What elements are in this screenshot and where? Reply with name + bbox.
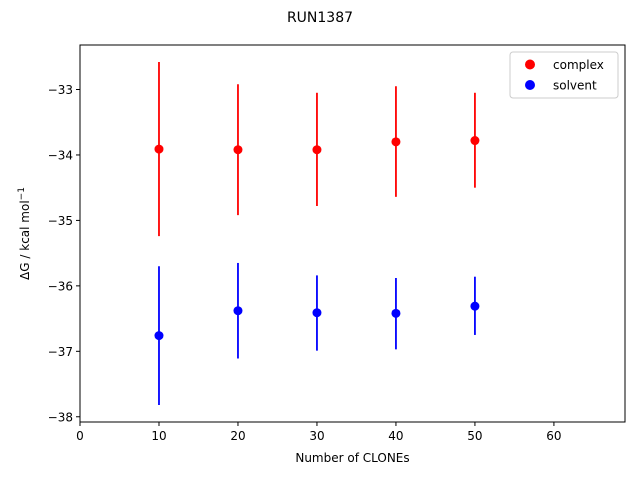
y-tick-label-0: −38 <box>48 410 73 424</box>
point-complex-40 <box>391 137 401 147</box>
legend: complex solvent <box>509 51 619 99</box>
y-tick-label-1: −37 <box>48 345 73 359</box>
point-complex-20 <box>233 145 243 155</box>
marks-layer <box>154 62 480 405</box>
point-complex-10 <box>154 144 164 154</box>
y-axis-label: ΔG / kcal mol−1 <box>17 187 32 280</box>
x-tick-label-40: 40 <box>388 429 403 443</box>
plot-frame <box>79 44 626 423</box>
x-tick-label-10: 10 <box>151 429 166 443</box>
legend-frame <box>509 51 619 99</box>
legend-label-complex: complex <box>553 58 604 72</box>
point-solvent-20 <box>233 306 243 316</box>
y-axis-label-main: ΔG / kcal mol <box>18 200 32 280</box>
legend-marker-complex <box>525 59 535 70</box>
legend-marker-solvent <box>525 80 535 90</box>
x-axis-label: Number of CLONEs <box>295 451 409 465</box>
plot-area <box>80 45 625 422</box>
y-tick-label-3: −35 <box>48 214 73 228</box>
point-solvent-50 <box>470 301 480 311</box>
x-tick-label-30: 30 <box>309 429 324 443</box>
y-axis-label-superscript: −1 <box>17 187 27 200</box>
chart-title: RUN1387 <box>287 10 353 26</box>
x-tick-label-60: 60 <box>546 429 561 443</box>
point-complex-30 <box>312 145 322 155</box>
y-tick-label-4: −34 <box>48 148 73 162</box>
x-tick-label-20: 20 <box>230 429 245 443</box>
point-solvent-40 <box>391 308 401 318</box>
ticks-layer: 0 10 20 30 40 50 60 −38 −37 −36 −35 −34 −33 <box>48 83 562 443</box>
legend-label-solvent: solvent <box>553 79 597 93</box>
x-tick-label-0: 0 <box>76 429 84 443</box>
y-tick-label-2: −36 <box>48 279 73 293</box>
point-solvent-10 <box>154 331 164 341</box>
x-tick-label-50: 50 <box>467 429 482 443</box>
y-tick-label-5: −33 <box>48 83 73 97</box>
point-solvent-30 <box>312 308 322 318</box>
point-complex-50 <box>470 136 480 146</box>
